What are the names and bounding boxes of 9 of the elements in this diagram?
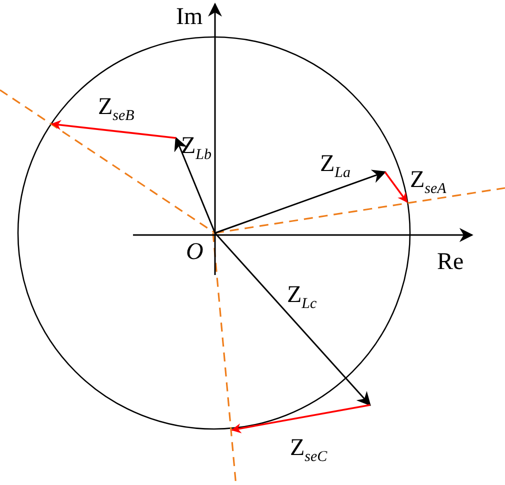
axis-label: Re: [437, 250, 464, 274]
phasor-label: Z$_{Lb}$: [181, 134, 212, 163]
axis-label: Im: [176, 5, 203, 29]
phasor-label: Z$_{La}$: [320, 152, 351, 181]
phasor-label: Z$_{seA}$: [410, 168, 446, 197]
phasor-label: Z$_{seB}$: [98, 95, 134, 124]
phasor-label: Z$_{Lc}$: [287, 283, 317, 312]
phasor-label: Z$_{seC}$: [290, 436, 328, 465]
origin-label: O: [186, 240, 204, 264]
